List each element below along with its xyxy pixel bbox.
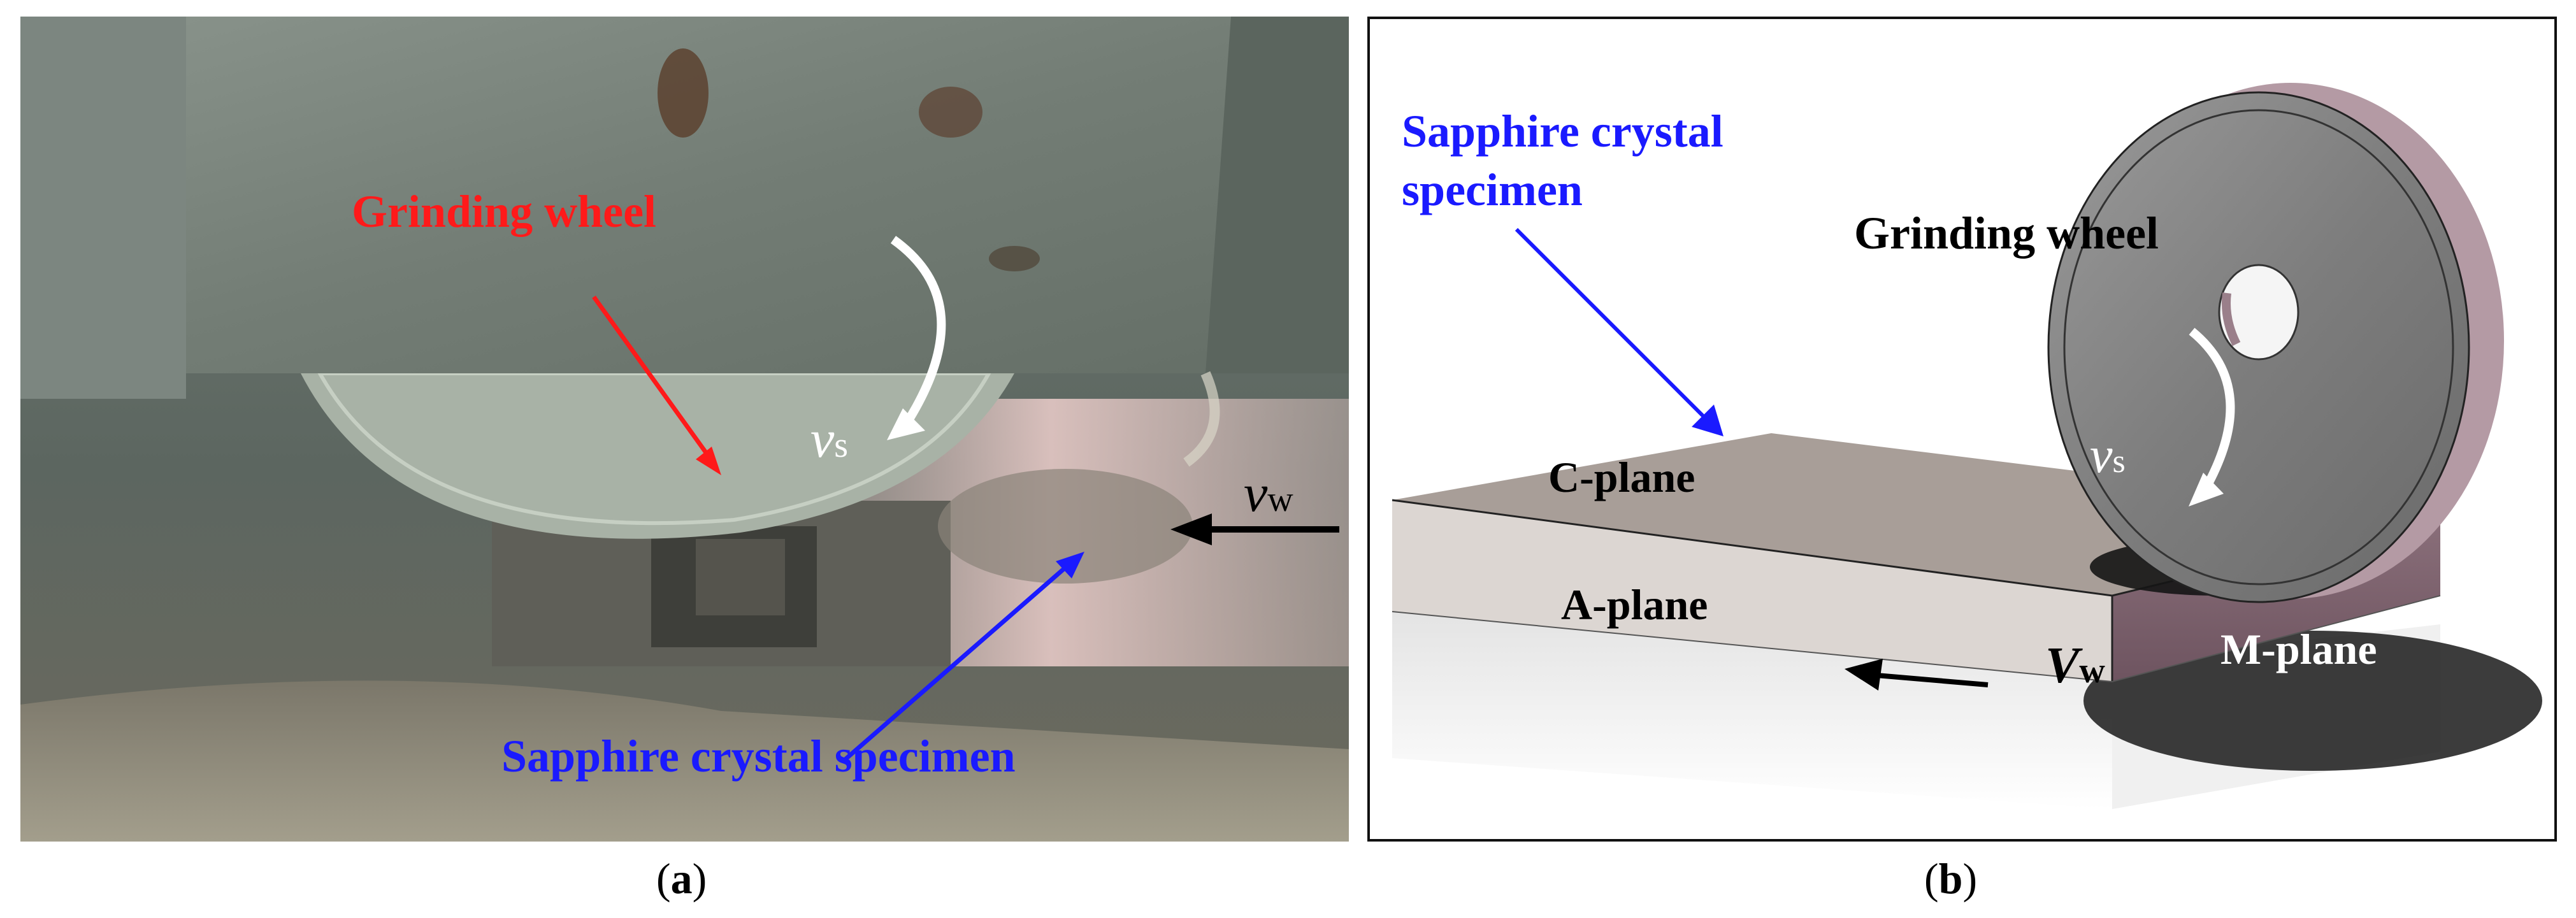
- rotation-arrow-icon-b: [2189, 327, 2235, 506]
- feed-direction-arrow-icon-b: [1845, 659, 1989, 691]
- panel-a-photo: Grinding wheel Sapphire crystal specimen…: [20, 17, 1349, 842]
- wheel-pointer-arrow-icon: [592, 295, 721, 475]
- grinding-wheel-label-b: Grinding wheel: [1854, 208, 2159, 259]
- specimen-pointer-arrow-icon-b: [1515, 227, 1723, 436]
- feed-speed-symbol: vw: [1244, 464, 1293, 523]
- grinding-schematic: [1392, 83, 2542, 809]
- panel-b-schematic: Sapphire crystal specimen Grinding wheel…: [1367, 17, 2557, 842]
- grinding-photo: [20, 17, 1349, 842]
- m-plane-label: M-plane: [2220, 625, 2377, 673]
- specimen-pointer-arrow-icon: [840, 552, 1084, 764]
- c-plane-label: C-plane: [1548, 453, 1695, 501]
- specimen-label: Sapphire crystal specimen: [501, 731, 1016, 782]
- rotation-arrow-icon: [887, 236, 946, 440]
- caption-b: (b): [1924, 854, 1978, 903]
- a-plane-label: A-plane: [1561, 580, 1708, 629]
- feed-speed-symbol-b: Vw: [2045, 638, 2105, 694]
- wheel-speed-symbol-b: vs: [2090, 427, 2126, 484]
- wheel-speed-symbol: vs: [810, 410, 849, 469]
- grinding-wheel-label: Grinding wheel: [352, 186, 657, 237]
- specimen-label-b: Sapphire crystal specimen: [1402, 106, 1723, 215]
- caption-a: (a): [656, 854, 707, 903]
- feed-direction-arrow-icon: [1170, 513, 1339, 545]
